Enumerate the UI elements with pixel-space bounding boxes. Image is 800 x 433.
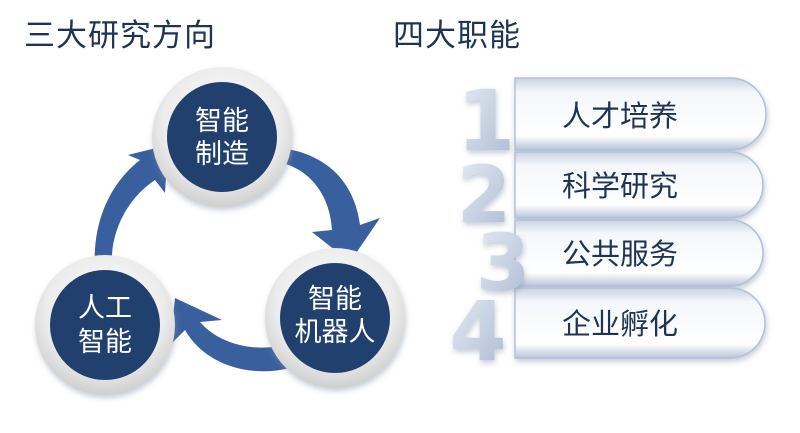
node-intelligent-manufacturing (152, 67, 292, 207)
arrow-manufacturing-to-robot (282, 148, 380, 262)
number-4: 4 (449, 285, 506, 380)
three-research-directions-title: 三大研究方向 (24, 18, 216, 54)
node-intelligent-robot (265, 248, 405, 388)
number-1: 1 (457, 72, 515, 170)
function-bar-3 (514, 219, 764, 287)
big-numbers: 1 2 3 4 (449, 72, 530, 380)
node-3-line1: 人工 (78, 293, 132, 324)
number-2: 2 (457, 151, 511, 241)
function-bar-4 (514, 287, 766, 359)
node-2-line2: 机器人 (295, 317, 376, 348)
node-artificial-intelligence (35, 255, 175, 395)
node-1-line2: 制造 (195, 139, 249, 170)
function-bar-1 (514, 77, 767, 151)
function-label-4: 企业孵化 (562, 307, 678, 341)
function-label-1: 人才培养 (562, 99, 678, 133)
node-1-line1: 智能 (195, 106, 249, 137)
four-functions-title: 四大职能 (393, 18, 521, 54)
function-label-3: 公共服务 (562, 237, 678, 271)
node-3-line2: 智能 (78, 327, 132, 358)
number-3: 3 (476, 219, 530, 309)
arrow-robot-to-ai (170, 298, 290, 372)
function-bar-2 (514, 151, 764, 219)
arrow-ai-to-manufacturing (94, 145, 168, 270)
function-label-2: 科学研究 (562, 169, 678, 203)
node-2-line1: 智能 (308, 284, 362, 315)
